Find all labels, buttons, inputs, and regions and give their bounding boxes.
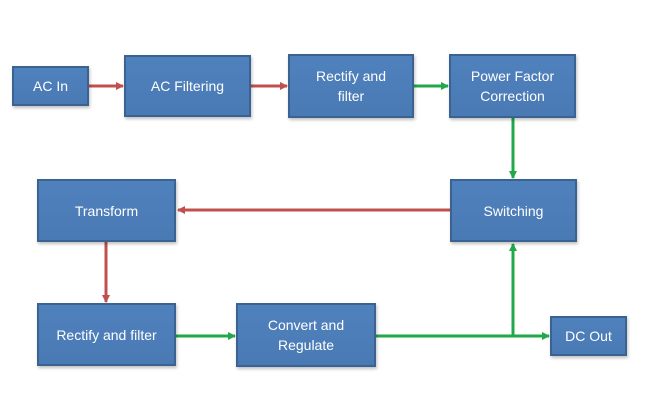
block-power-factor-correction: Power Factor Correction xyxy=(449,54,576,118)
block-rectify-filter-bottom: Rectify and filter xyxy=(37,303,176,366)
block-transform: Transform xyxy=(37,179,176,242)
block-transform-label: Transform xyxy=(74,202,139,219)
block-ac-filtering-label: AC Filtering xyxy=(150,78,225,94)
block-ac-in-label: AC In xyxy=(32,78,68,94)
block-rectify-filter-bottom-label: Rectify and filter xyxy=(56,326,157,343)
block-rectify-filter-top: Rectify and filter xyxy=(288,54,414,118)
block-convert-and-regulate-label: Convert and Regulate xyxy=(267,317,345,353)
block-switching-label: Switching xyxy=(483,202,544,219)
block-switching: Switching xyxy=(450,179,577,242)
block-power-factor-correction-label: Power Factor Correction xyxy=(470,68,555,104)
block-ac-in: AC In xyxy=(12,66,89,106)
block-dc-out-label: DC Out xyxy=(565,328,612,344)
block-ac-filtering: AC Filtering xyxy=(124,55,251,117)
block-convert-and-regulate: Convert and Regulate xyxy=(236,303,376,367)
block-dc-out: DC Out xyxy=(550,316,627,356)
block-rectify-filter-top-label: Rectify and filter xyxy=(315,68,387,104)
